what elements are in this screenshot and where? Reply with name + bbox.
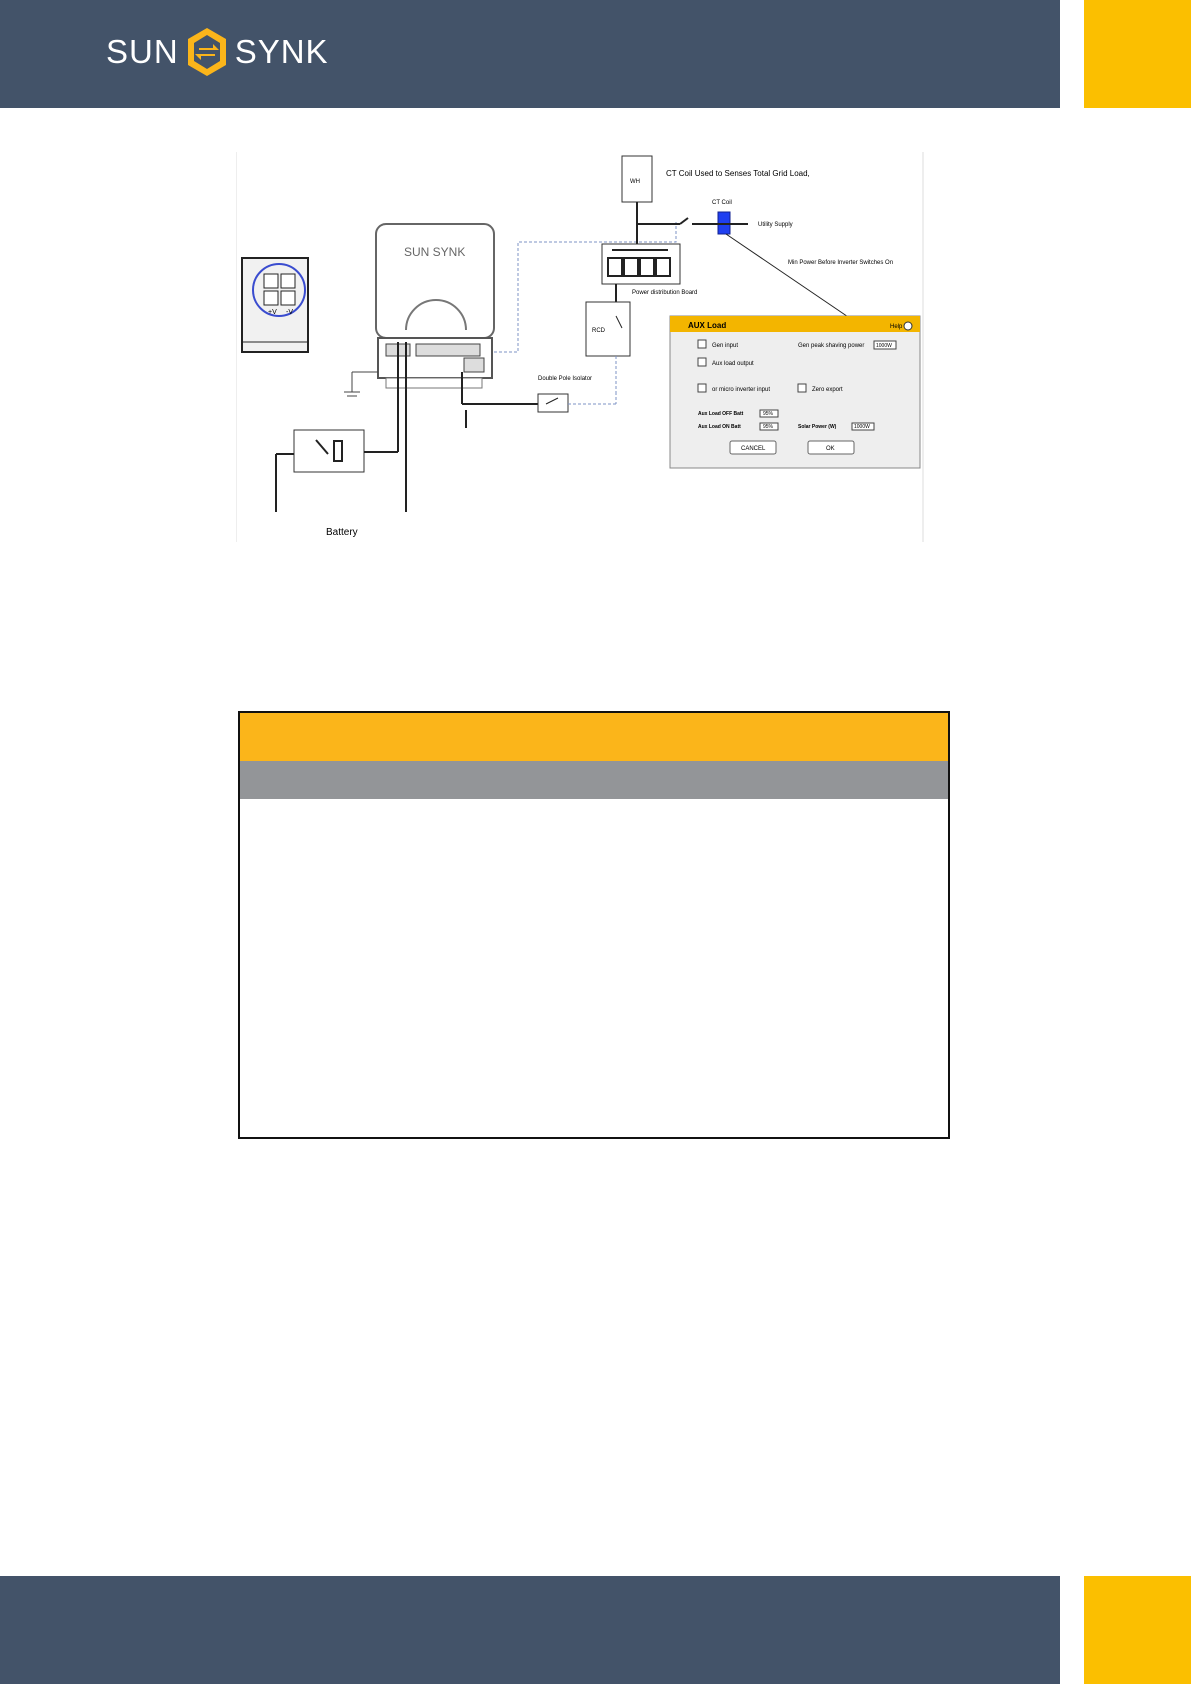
dialog-title: AUX Load	[688, 321, 726, 330]
battery-label: Battery	[326, 527, 358, 538]
pdb-label: Power distribution Board	[632, 290, 697, 296]
min-power-label: Min Power Before Inverter Switches On	[788, 260, 893, 266]
ok-button[interactable]	[807, 440, 855, 455]
off-batt-input[interactable]	[759, 409, 779, 418]
solar-power-label: Solar Power (W)	[798, 424, 837, 430]
isolator-label: Double Pole Isolator	[538, 376, 592, 382]
table-subheader-row	[240, 761, 948, 799]
solar-power-value: 1000W	[854, 424, 870, 430]
help-icon[interactable]	[903, 321, 913, 331]
zero-export-checkbox[interactable]	[797, 383, 807, 393]
gen-input-checkbox[interactable]	[697, 339, 707, 349]
gen-peak-value: 1000W	[876, 343, 892, 349]
aux-output-checkbox[interactable]	[697, 357, 707, 367]
footer-accent-block	[1084, 1576, 1191, 1684]
page-footer	[0, 1576, 1060, 1684]
inverter-unit: SUN SYNK	[375, 223, 495, 389]
page-header	[0, 0, 1060, 108]
battery-neg-label: -V	[286, 309, 293, 316]
gen-peak-input[interactable]	[873, 340, 897, 350]
rcd-label: RCD	[592, 328, 606, 334]
micro-inverter-checkbox[interactable]	[697, 383, 707, 393]
battery-breaker	[293, 429, 365, 473]
table-header-row	[240, 713, 948, 761]
meter-label: WH	[630, 179, 640, 185]
sunsynk-hexagon-icon	[187, 28, 226, 76]
gen-input-label: Gen input	[712, 343, 738, 349]
aux-output-label: Aux load output	[712, 361, 754, 367]
on-batt-label: Aux Load ON Batt	[698, 424, 741, 430]
aux-load-dialog: AUX Load Help Gen input Gen peak shaving…	[669, 315, 921, 469]
cancel-button-label: CANCEL	[741, 446, 766, 452]
gen-peak-label: Gen peak shaving power	[798, 343, 864, 349]
cancel-button[interactable]	[729, 440, 777, 455]
ct-coil-label: CT Coil	[712, 200, 732, 206]
on-batt-value: 95%	[763, 424, 774, 430]
solar-power-input[interactable]	[851, 422, 875, 431]
ok-button-label: OK	[826, 446, 835, 452]
micro-inverter-label: or micro inverter input	[712, 387, 770, 393]
battery-pos-label: +V	[268, 309, 277, 316]
off-batt-label: Aux Load OFF Batt	[698, 411, 744, 417]
battery-terminal-inset: +V -V	[241, 257, 309, 353]
on-batt-input[interactable]	[759, 422, 779, 431]
power-distribution-board: Power distribution Board	[601, 243, 697, 296]
dialog-help-label: Help	[890, 324, 903, 330]
empty-table	[238, 711, 950, 1139]
ct-title-label: CT Coil Used to Senses Total Grid Load,	[666, 169, 810, 178]
zero-export-label: Zero export	[812, 387, 843, 393]
logo-text-sun: SUN	[106, 33, 179, 70]
wiring-diagram: +V -V SUN SYNK Battery WH Utility Supply…	[236, 152, 924, 542]
inverter-logo-text: SUN SYNK	[404, 245, 465, 259]
utility-supply-label: Utility Supply	[758, 222, 793, 228]
off-batt-value: 95%	[763, 411, 774, 417]
sunsynk-logo: SUN SYNK	[106, 26, 329, 78]
logo-text-synk: SYNK	[234, 33, 329, 70]
header-accent-block	[1084, 0, 1191, 108]
